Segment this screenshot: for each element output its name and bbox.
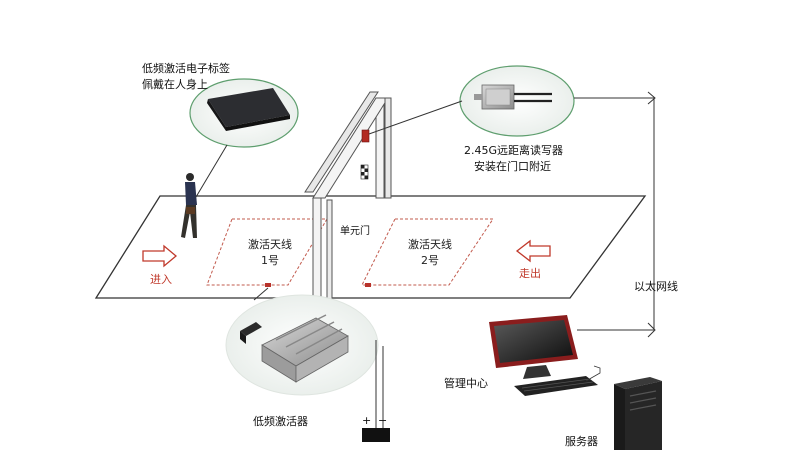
exit-caption: 走出 [519, 267, 541, 280]
gate-checker-tag [360, 164, 369, 180]
enter-arrow [142, 244, 178, 268]
zone2-caption-line1: 激活天线 [408, 238, 452, 251]
reader-device [474, 84, 552, 110]
antenna-marker-1 [265, 283, 271, 287]
exit-arrow [515, 239, 551, 263]
gate-reader-unit [361, 129, 370, 143]
tag-caption-line2: 佩戴在人身上 [142, 78, 208, 91]
reader-caption-line1: 2.45G远距离读写器 [464, 144, 564, 157]
door-caption: 单元门 [340, 226, 370, 237]
antenna-zone-1 [206, 218, 328, 286]
zone2-caption-line2: 2号 [421, 254, 439, 267]
enter-caption: 进入 [150, 273, 172, 286]
antenna-zone-2 [361, 218, 494, 286]
reader-caption-line2: 安装在门口附近 [474, 160, 551, 173]
ethernet-caption: 以太网线 [634, 280, 678, 293]
keyboard-icon [514, 365, 601, 396]
activator-device [240, 314, 349, 383]
tag-callout-line [195, 144, 228, 198]
zone1-caption-line1: 激活天线 [248, 238, 292, 251]
activator-callout-line [253, 287, 269, 301]
server-caption: 服务器 [565, 435, 598, 448]
tag-device [207, 88, 290, 131]
monitor-icon [489, 315, 578, 379]
minus-sign: − [378, 414, 388, 427]
management-caption: 管理中心 [444, 377, 488, 390]
door-gate-frame [304, 91, 392, 303]
plus-sign: + [362, 414, 372, 427]
zone1-caption-line2: 1号 [261, 254, 279, 267]
server-tower-icon [614, 377, 662, 450]
floor-area [94, 195, 647, 299]
tag-caption-line1: 低频激活电子标签 [142, 62, 230, 75]
ethernet-connection [574, 91, 656, 338]
antenna-marker-2 [365, 283, 371, 287]
power-supply-icon [362, 428, 390, 442]
activator-caption: 低频激活器 [253, 415, 308, 428]
person-icon [181, 173, 197, 238]
reader-callout-line [368, 100, 463, 135]
